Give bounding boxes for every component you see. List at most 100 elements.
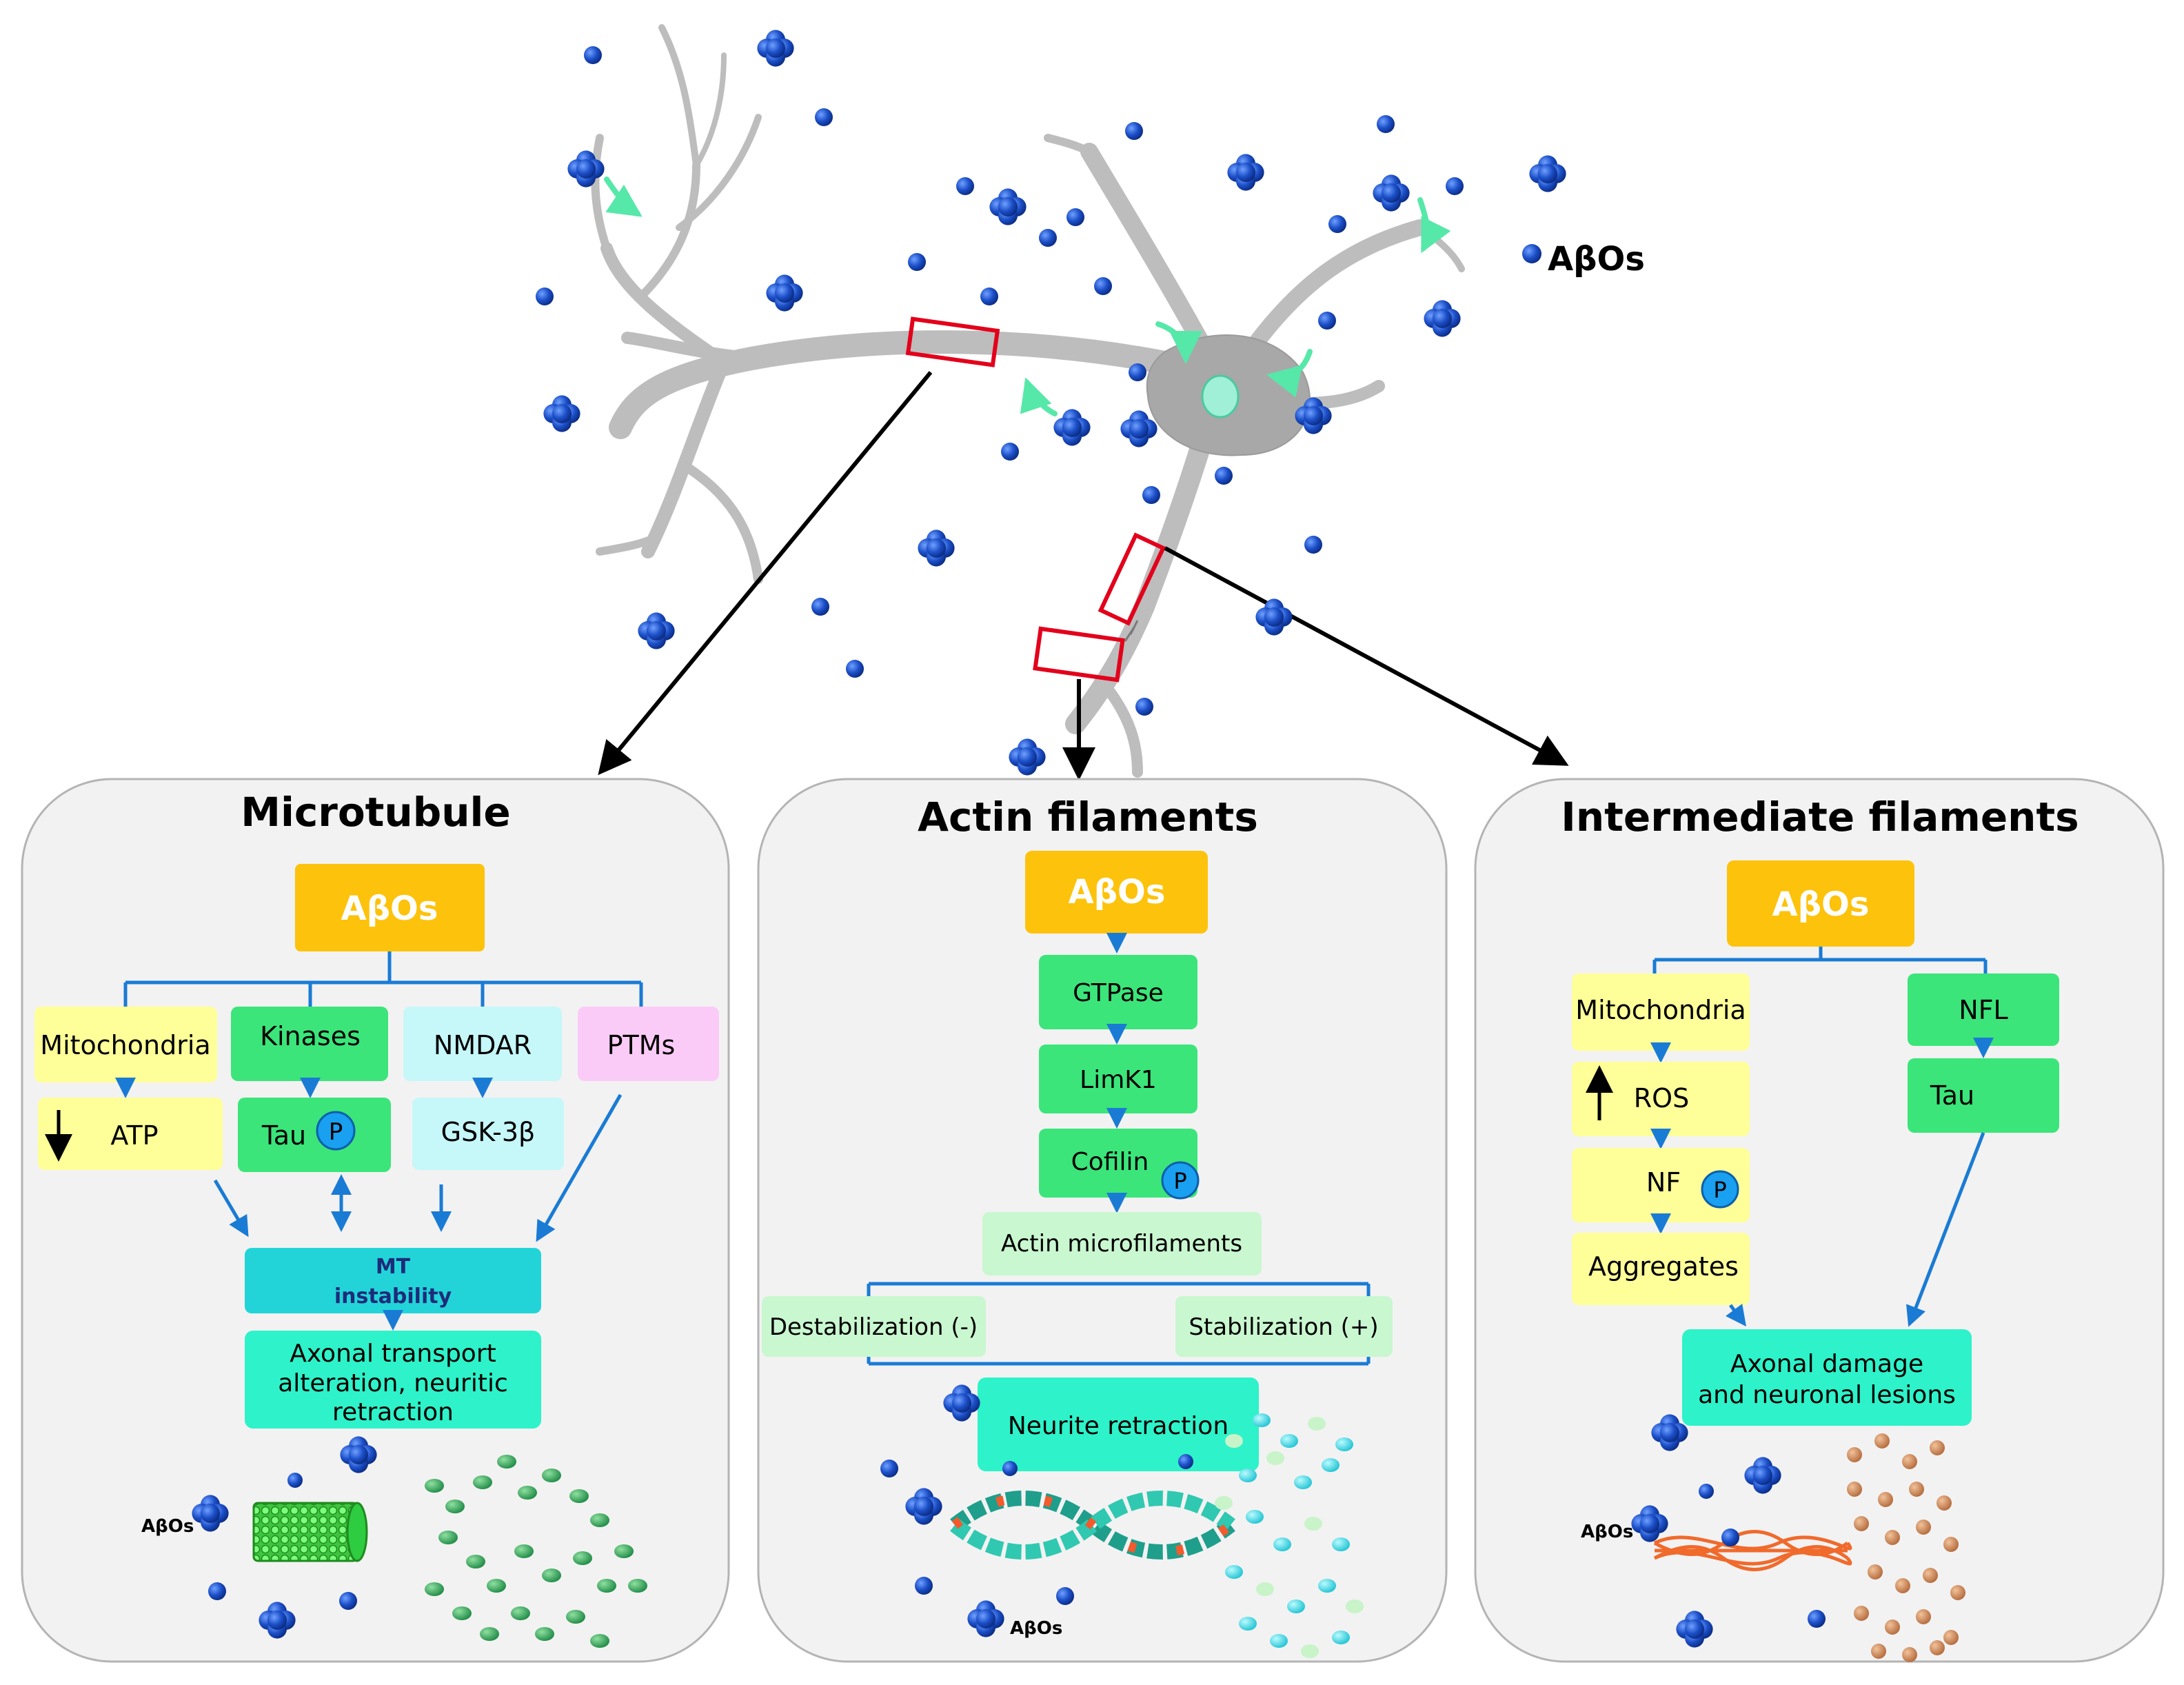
oligomer-particles xyxy=(192,30,1965,1662)
actin-limk1-box xyxy=(1039,1045,1197,1113)
oligomer-icon xyxy=(1377,115,1395,133)
tubulin-dimer-icon xyxy=(597,1579,616,1593)
neuron-dendrite xyxy=(1044,134,1093,156)
neurofilament-fragment-icon xyxy=(1847,1482,1862,1497)
neurofilament-fragment-icon xyxy=(1943,1630,1959,1645)
neuron-dendrite-main xyxy=(609,330,1222,439)
oligomer-icon xyxy=(1304,536,1322,554)
oligomer-icon xyxy=(208,1582,226,1600)
mt-tau-label: Tau xyxy=(261,1120,306,1151)
tubulin-dimer-icon xyxy=(445,1500,465,1513)
neurofilament-fragment-icon xyxy=(1937,1495,1952,1511)
oligomer-icon xyxy=(815,108,833,126)
actin-monomer-icon xyxy=(1239,1469,1257,1482)
actin-monomer-icon xyxy=(1332,1631,1350,1644)
neuron-dendrite xyxy=(658,24,700,169)
mt-gsk-label: GSK-3β xyxy=(441,1117,536,1147)
mt-tau-phospho-label: P xyxy=(329,1118,343,1146)
uptake-arrow xyxy=(1266,349,1313,398)
mt-instability-line1: MT xyxy=(376,1255,411,1279)
mt-kinases-box xyxy=(231,1007,388,1081)
oligomer-icon xyxy=(908,253,926,271)
oligomer-cluster-icon xyxy=(775,283,794,303)
oligomer-icon xyxy=(1125,122,1143,140)
if-nfl-box xyxy=(1908,973,2059,1046)
tubulin-dimer-icon xyxy=(466,1555,485,1568)
actin-limk1-label: LimK1 xyxy=(1080,1066,1157,1094)
leader-arrow-microtubule xyxy=(598,371,933,776)
actin-destabilization-label: Destabilization (-) xyxy=(769,1313,978,1341)
tubulin-dimer-icon xyxy=(614,1544,634,1558)
oligomer-icon xyxy=(1094,277,1112,295)
actin-filament-illustration xyxy=(950,1491,1235,1560)
legend: AβOs xyxy=(1522,240,1645,279)
uptake-arrows xyxy=(604,176,1451,416)
if-mitochondria-box xyxy=(1572,973,1750,1051)
oligomer-cluster-icon xyxy=(1753,1466,1772,1485)
neuron-dendrite xyxy=(685,464,763,584)
leader-arrow-intermediate xyxy=(1164,546,1569,766)
axon-striation xyxy=(1124,620,1139,642)
neuron-dendrite xyxy=(637,161,700,301)
if-tau-label: Tau xyxy=(1930,1080,1974,1111)
neurofilament-fragment-icon xyxy=(1878,1492,1893,1507)
neurofilament-fragment-icon xyxy=(1916,1609,1931,1624)
neurofilament-fragment-icon xyxy=(1874,1433,1890,1449)
neurofilament-fragment-icon xyxy=(1930,1640,1945,1655)
oligomer-cluster-icon xyxy=(576,159,596,179)
oligomer-cluster-icon xyxy=(201,1504,220,1523)
oligomer-icon xyxy=(1215,467,1233,485)
mt-mitochondria-box xyxy=(34,1007,217,1082)
tubulin-dimer-icon xyxy=(542,1469,561,1482)
neurofilament-fragment-icon xyxy=(1871,1644,1886,1659)
microtubule-illustration xyxy=(252,1502,358,1562)
mt-outcome-line3: retraction xyxy=(332,1398,454,1426)
mt-ptms-label: PTMs xyxy=(607,1030,676,1060)
mt-instability-line2: instability xyxy=(334,1284,452,1309)
oligomer-cluster-icon xyxy=(1062,418,1082,437)
oligomer-icon xyxy=(956,177,974,195)
actin-monomer-icon xyxy=(1225,1565,1243,1579)
oligomer-icon xyxy=(1129,363,1146,381)
mt-nmdar-label: NMDAR xyxy=(434,1030,532,1060)
tubulin-dimer-icon xyxy=(487,1579,506,1593)
if-aggregates-box xyxy=(1572,1233,1750,1305)
mt-atp-box xyxy=(38,1098,223,1170)
mt-small-label: AβOs xyxy=(141,1516,194,1537)
neuron-nucleus xyxy=(1201,374,1240,418)
neuron-dendrite xyxy=(694,52,727,168)
actin-outcome-box xyxy=(978,1378,1259,1471)
actin-gtpase-label: GTPase xyxy=(1073,979,1164,1007)
neuron-axon-branch xyxy=(1098,677,1143,778)
actin-monomer-icon xyxy=(1308,1417,1326,1431)
neurofilament-fragment-icon xyxy=(1902,1454,1917,1469)
mt-atp-label: ATP xyxy=(110,1120,158,1151)
region-box-microtubule xyxy=(905,316,1000,367)
oligomer-cluster-icon xyxy=(1236,163,1255,182)
oligomer-icon xyxy=(915,1577,933,1595)
oligomer-cluster-icon xyxy=(914,1497,933,1516)
actin-monomer-icon xyxy=(1270,1634,1288,1648)
tubulin-dimer-icon xyxy=(590,1634,609,1648)
actin-cofilin-phospho-label: P xyxy=(1173,1168,1186,1194)
actin-monomer-icon xyxy=(1280,1434,1298,1448)
actin-microfilaments-box xyxy=(982,1212,1262,1275)
if-source-box xyxy=(1727,860,1914,947)
tubulin-dimer-icon xyxy=(425,1582,444,1596)
uptake-arrow xyxy=(1020,377,1058,416)
legend-oligomer-icon xyxy=(1522,244,1541,263)
region-box-intermediate xyxy=(1098,532,1166,626)
if-small-label: AβOs xyxy=(1581,1522,1633,1542)
oligomer-cluster-icon xyxy=(1304,406,1323,425)
oligomer-icon xyxy=(1142,486,1160,504)
oligomer-cluster-icon xyxy=(1433,309,1452,328)
mt-kinases-label: Kinases xyxy=(260,1021,361,1051)
region-markers xyxy=(598,316,1569,780)
oligomer-icon xyxy=(584,46,602,64)
neurofilament-fragment-icon xyxy=(1930,1440,1945,1455)
oligomer-icon xyxy=(287,1473,303,1488)
region-box-actin xyxy=(1033,626,1125,683)
oligomer-icon xyxy=(1039,229,1057,247)
oligomer-icon xyxy=(1002,1461,1018,1476)
microtubule-end xyxy=(346,1502,368,1562)
